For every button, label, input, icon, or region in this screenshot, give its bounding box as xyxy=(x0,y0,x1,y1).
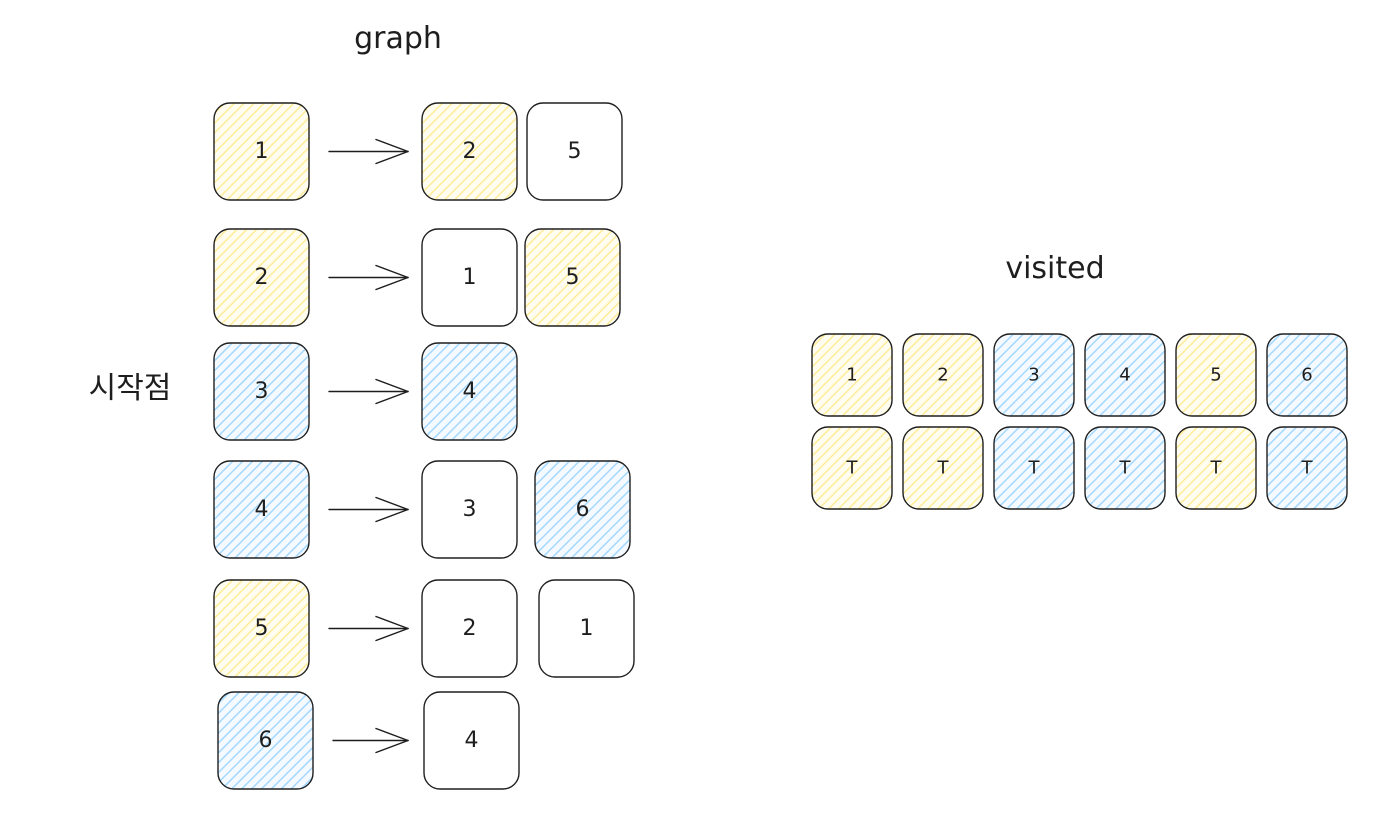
graph-node-4: 4 xyxy=(213,460,310,559)
visited-index-6-box xyxy=(1266,333,1348,417)
visited-value-2-label: T xyxy=(937,458,950,479)
visited-value-5-box xyxy=(1175,426,1257,510)
graph-node-2-box xyxy=(213,228,310,327)
graph-node-1: 1 xyxy=(213,102,310,201)
visited-value-1: T xyxy=(811,426,893,510)
neighbor-5-1: 2 xyxy=(421,579,518,678)
graph-node-6-label: 6 xyxy=(259,728,273,753)
visited-index-4: 4 xyxy=(1084,333,1166,417)
neighbor-4-1: 3 xyxy=(421,460,518,559)
neighbor-4-1-label: 3 xyxy=(463,497,477,522)
graph-node-5: 5 xyxy=(213,579,310,678)
neighbor-6-1: 4 xyxy=(423,691,520,790)
neighbor-3-1-label: 4 xyxy=(463,379,477,404)
neighbor-5-2-label: 1 xyxy=(580,616,594,641)
neighbor-5-2-box xyxy=(538,579,635,678)
visited-index-3: 3 xyxy=(993,333,1075,417)
neighbor-5-2: 1 xyxy=(538,579,635,678)
visited-index-6: 6 xyxy=(1266,333,1348,417)
neighbor-3-1: 4 xyxy=(421,342,518,441)
visited-value-5-label: T xyxy=(1210,458,1223,479)
arrow-2 xyxy=(328,264,409,291)
neighbor-1-1-label: 2 xyxy=(463,139,477,164)
visited-index-3-label: 3 xyxy=(1028,365,1039,386)
graph-node-3: 3 xyxy=(213,342,310,441)
arrow-5 xyxy=(328,615,409,642)
visited-title: visited xyxy=(1005,251,1104,286)
visited-index-2-box xyxy=(902,333,984,417)
visited-index-2: 2 xyxy=(902,333,984,417)
neighbor-2-1: 1 xyxy=(421,228,518,327)
neighbor-6-1-box xyxy=(423,691,520,790)
start-point-label: 시작점 xyxy=(89,371,172,406)
visited-value-3-label: T xyxy=(1028,458,1041,479)
graph-node-5-label: 5 xyxy=(255,616,269,641)
visited-index-1-box xyxy=(811,333,893,417)
neighbor-2-2: 5 xyxy=(524,228,621,327)
visited-index-1-label: 1 xyxy=(846,365,857,386)
arrow-3 xyxy=(328,378,409,405)
neighbor-1-1-box xyxy=(421,102,518,201)
neighbor-3-1-box xyxy=(421,342,518,441)
neighbor-2-2-box xyxy=(524,228,621,327)
visited-value-5: T xyxy=(1175,426,1257,510)
adjacency-list: 1 2 5 2 1 5 3 4 4 3 6 5 2 1 6 4 xyxy=(213,102,635,790)
neighbor-4-2: 6 xyxy=(534,460,631,559)
graph-node-4-label: 4 xyxy=(255,497,269,522)
arrow-4 xyxy=(328,496,409,523)
graph-node-3-label: 3 xyxy=(255,379,269,404)
arrow-1 xyxy=(328,138,409,165)
visited-index-4-label: 4 xyxy=(1119,365,1130,386)
graph-node-6-box xyxy=(217,691,314,790)
neighbor-2-1-label: 1 xyxy=(463,265,477,290)
visited-index-2-label: 2 xyxy=(937,365,948,386)
graph-title: graph xyxy=(354,21,442,56)
graph-node-3-box xyxy=(213,342,310,441)
visited-value-1-box xyxy=(811,426,893,510)
neighbor-1-2-label: 5 xyxy=(568,139,582,164)
arrow-6 xyxy=(332,727,409,754)
visited-index-1: 1 xyxy=(811,333,893,417)
graph-node-4-box xyxy=(213,460,310,559)
neighbor-5-1-label: 2 xyxy=(463,616,477,641)
graph-node-1-box xyxy=(213,102,310,201)
graph-node-1-label: 1 xyxy=(255,139,269,164)
neighbor-1-2-box xyxy=(526,102,623,201)
visited-index-5-label: 5 xyxy=(1210,365,1221,386)
neighbor-1-1: 2 xyxy=(421,102,518,201)
visited-index-5-box xyxy=(1175,333,1257,417)
visited-value-4-label: T xyxy=(1119,458,1132,479)
graph-node-6: 6 xyxy=(217,691,314,790)
visited-value-6: T xyxy=(1266,426,1348,510)
visited-index-3-box xyxy=(993,333,1075,417)
neighbor-4-2-label: 6 xyxy=(576,497,590,522)
visited-value-2: T xyxy=(902,426,984,510)
neighbor-5-1-box xyxy=(421,579,518,678)
visited-value-6-box xyxy=(1266,426,1348,510)
neighbor-4-1-box xyxy=(421,460,518,559)
visited-value-4-box xyxy=(1084,426,1166,510)
visited-value-3-box xyxy=(993,426,1075,510)
neighbor-2-1-box xyxy=(421,228,518,327)
visited-value-2-box xyxy=(902,426,984,510)
visited-index-5: 5 xyxy=(1175,333,1257,417)
neighbor-4-2-box xyxy=(534,460,631,559)
visited-index-6-label: 6 xyxy=(1301,365,1312,386)
neighbor-1-2: 5 xyxy=(526,102,623,201)
graph-node-2-label: 2 xyxy=(255,265,269,290)
visited-value-6-label: T xyxy=(1301,458,1314,479)
neighbor-2-2-label: 5 xyxy=(566,265,580,290)
neighbor-6-1-label: 4 xyxy=(465,728,479,753)
visited-value-1-label: T xyxy=(846,458,859,479)
graph-node-2: 2 xyxy=(213,228,310,327)
visited-index-4-box xyxy=(1084,333,1166,417)
graph-node-5-box xyxy=(213,579,310,678)
visited-array: 1T 2T 3T 4T 5T 6T xyxy=(811,333,1348,510)
visited-value-4: T xyxy=(1084,426,1166,510)
visited-value-3: T xyxy=(993,426,1075,510)
